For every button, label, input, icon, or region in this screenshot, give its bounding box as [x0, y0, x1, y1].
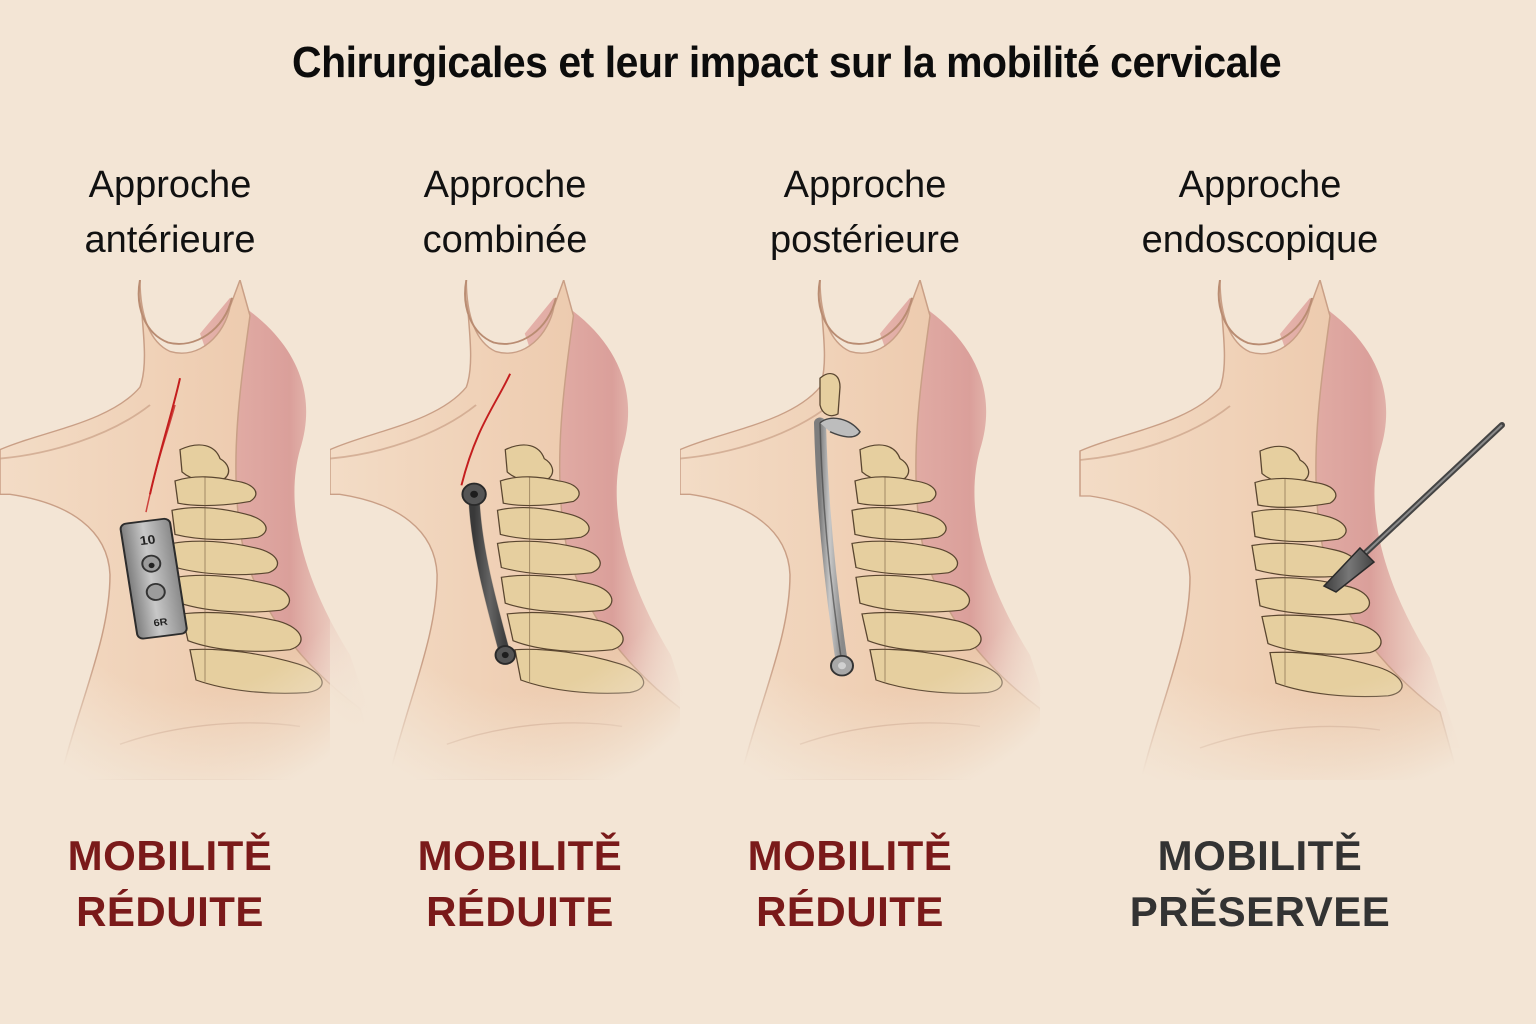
panel-endoscopic: Approche endoscopique MOBILITĚ PRĚSERVEE: [1040, 150, 1536, 950]
panel-heading: Approche combinée: [320, 158, 690, 268]
panel-anterior: Approche antérieure 10 6R MOBILITĚ RÉDUI…: [0, 150, 380, 950]
heading-line2: combinée: [422, 219, 588, 261]
page-title: Chirurgicales et leur impact sur la mobi…: [291, 38, 1282, 87]
outcome-line1: MOBILITĚ: [747, 832, 953, 879]
combined-approach-illustration: [330, 280, 700, 780]
panel-heading: Approche antérieure: [0, 158, 340, 268]
outcome-line2: RÉDUITE: [426, 888, 614, 935]
heading-line1: Approche: [88, 164, 252, 206]
heading-line2: endoscopique: [1141, 219, 1379, 261]
anterior-approach-illustration: 10 6R: [0, 280, 380, 780]
outcome-label: MOBILITĚ PRĚSERVEE: [1040, 828, 1480, 940]
posterior-approach-illustration: [680, 280, 1060, 780]
heading-line2: antérieure: [84, 219, 256, 261]
outcome-line2: RÉDUITE: [756, 888, 944, 935]
outcome-label: MOBILITĚ RÉDUITE: [335, 828, 705, 940]
endoscopic-approach-illustration: [1040, 280, 1536, 780]
heading-line1: Approche: [423, 164, 587, 206]
panel-combined: Approche combinée MOBILITĚ RÉDUITE: [330, 150, 700, 950]
panel-heading: Approche endoscopique: [1040, 158, 1480, 268]
heading-line1: Approche: [783, 164, 947, 206]
outcome-line2: RÉDUITE: [76, 888, 264, 935]
outcome-line1: MOBILITĚ: [1157, 832, 1363, 879]
outcome-label: MOBILITĚ RÉDUITE: [660, 828, 1040, 940]
outcome-line1: MOBILITĚ: [417, 832, 623, 879]
outcome-line1: MOBILITĚ: [67, 832, 273, 879]
outcome-line2: PRĚSERVEE: [1129, 888, 1391, 935]
outcome-label: MOBILITĚ RÉDUITE: [0, 828, 340, 940]
heading-line2: postérieure: [769, 219, 961, 261]
panel-heading: Approche postérieure: [675, 158, 1055, 268]
heading-line1: Approche: [1178, 164, 1342, 206]
panel-posterior: Approche postérieure MOBILITĚ RÉDUITE: [680, 150, 1060, 950]
